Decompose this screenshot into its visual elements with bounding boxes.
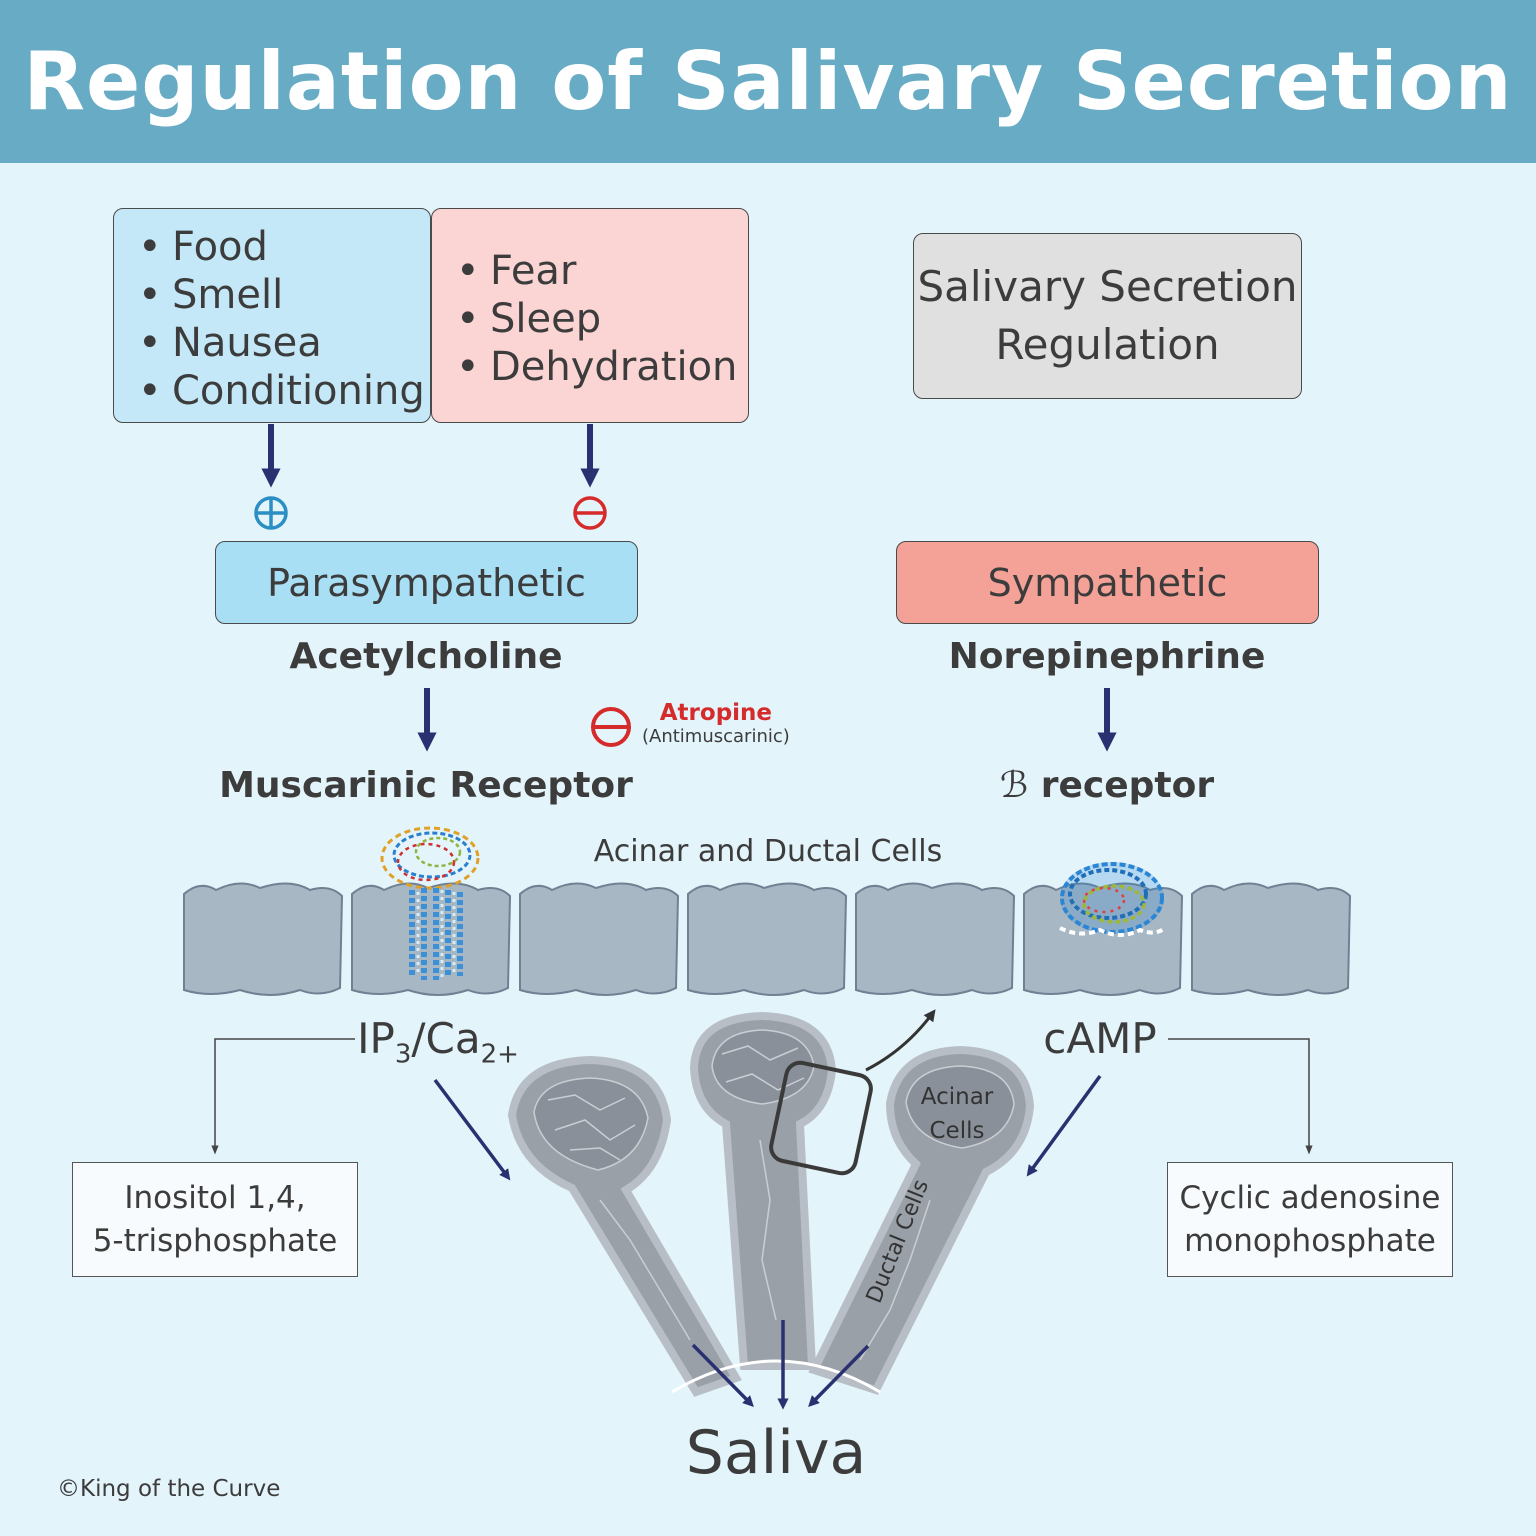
zoom-arrow [865,1009,936,1072]
inhibiting-factors-box: Fear Sleep Dehydration [431,208,749,423]
cell-layer [183,882,1352,996]
ip-subscript: 3 [394,1039,412,1070]
gland-right [808,1045,1035,1395]
cell-shape [687,882,848,996]
inhibiting-factors-list: Fear Sleep Dehydration [456,247,748,391]
ip3-definition-connector [211,1038,355,1155]
muscarinic-receptor-label: Muscarinic Receptor [219,765,633,806]
atropine-note: Atropine (Antimuscarinic) [642,700,790,747]
stimulating-factors-box: Food Smell Nausea Conditioning [113,208,431,423]
atropine-name: Atropine [659,700,773,726]
summary-title-line1: Salivary Secretion [917,262,1298,311]
list-item: Fear [456,247,748,295]
saliva-arrow-right [808,1344,870,1407]
list-item: Sleep [456,295,748,343]
beta-receptor-icon [1059,862,1167,937]
plus-sign-icon [254,496,288,530]
camp-definition-box: Cyclic adenosine monophosphate [1167,1162,1453,1277]
header-banner: Regulation of Salivary Secretion [0,0,1536,163]
ip-text: IP [357,1014,395,1063]
sympathetic-box: Sympathetic [896,541,1319,624]
stimulating-factors-list: Food Smell Nausea Conditioning [138,223,430,415]
ip3-definition-line2: 5-trisphosphate [92,1222,338,1259]
parasympathetic-label: Parasympathetic [267,560,586,605]
sympathetic-label: Sympathetic [987,560,1228,605]
list-item: Nausea [138,319,430,367]
summary-title-line2: Regulation [995,320,1220,369]
saliva-label: Saliva [685,1418,867,1488]
beta-symbol: ℬ [999,765,1029,806]
cell-shape [351,882,512,996]
minus-sign-icon [573,496,607,530]
page-title: Regulation of Salivary Secretion [23,35,1513,128]
camp-definition-connector [1168,1038,1313,1155]
norepinephrine-label: Norepinephrine [948,636,1266,677]
list-item: Smell [138,271,430,319]
beta-receptor-text: receptor [1040,765,1215,806]
atropine-class: (Antimuscarinic) [642,726,790,747]
muscarinic-receptor-icon [380,826,480,980]
gland-left [507,1055,742,1397]
cell-shape [1191,882,1352,996]
list-item: Conditioning [138,367,430,415]
cell-shape [183,882,344,996]
ip3-definition-line1: Inositol 1,4, [124,1179,306,1216]
gland-center [689,1011,837,1370]
atropine-minus-icon [591,707,631,747]
camp-to-gland-arrow [1026,1074,1102,1177]
cell-shape [1023,882,1184,996]
ca-subscript: 2+ [480,1039,519,1070]
list-item: Food [138,223,430,271]
zoom-box [769,1060,873,1176]
parasympathetic-box: Parasympathetic [215,541,638,624]
ip3-to-gland-arrow [433,1078,511,1181]
ip3-ca-label: IP3/Ca2+ [357,1014,519,1069]
camp-label: cAMP [1043,1014,1157,1063]
beta-receptor-label: ℬ receptor [1000,765,1214,806]
saliva-arrow-left [691,1343,754,1407]
acinar-cells-label-line2: Cells [930,1118,985,1144]
acinar-cells-label-line1: Acinar [921,1084,994,1110]
camp-definition-line2: monophosphate [1184,1222,1436,1259]
cell-shape [855,882,1016,996]
list-item: Dehydration [456,343,748,391]
summary-title-box: Salivary Secretion Regulation [913,233,1302,399]
salivary-gland-illustration [507,1009,1035,1397]
ca-text: /Ca [411,1014,481,1063]
ip3-definition-box: Inositol 1,4, 5-trisphosphate [72,1162,358,1277]
copyright-text: ©King of the Curve [57,1476,281,1502]
acetylcholine-label: Acetylcholine [289,636,563,677]
acinar-ductal-cells-label: Acinar and Ductal Cells [593,834,943,869]
camp-definition-line1: Cyclic adenosine [1179,1179,1441,1216]
cell-shape [519,882,680,996]
